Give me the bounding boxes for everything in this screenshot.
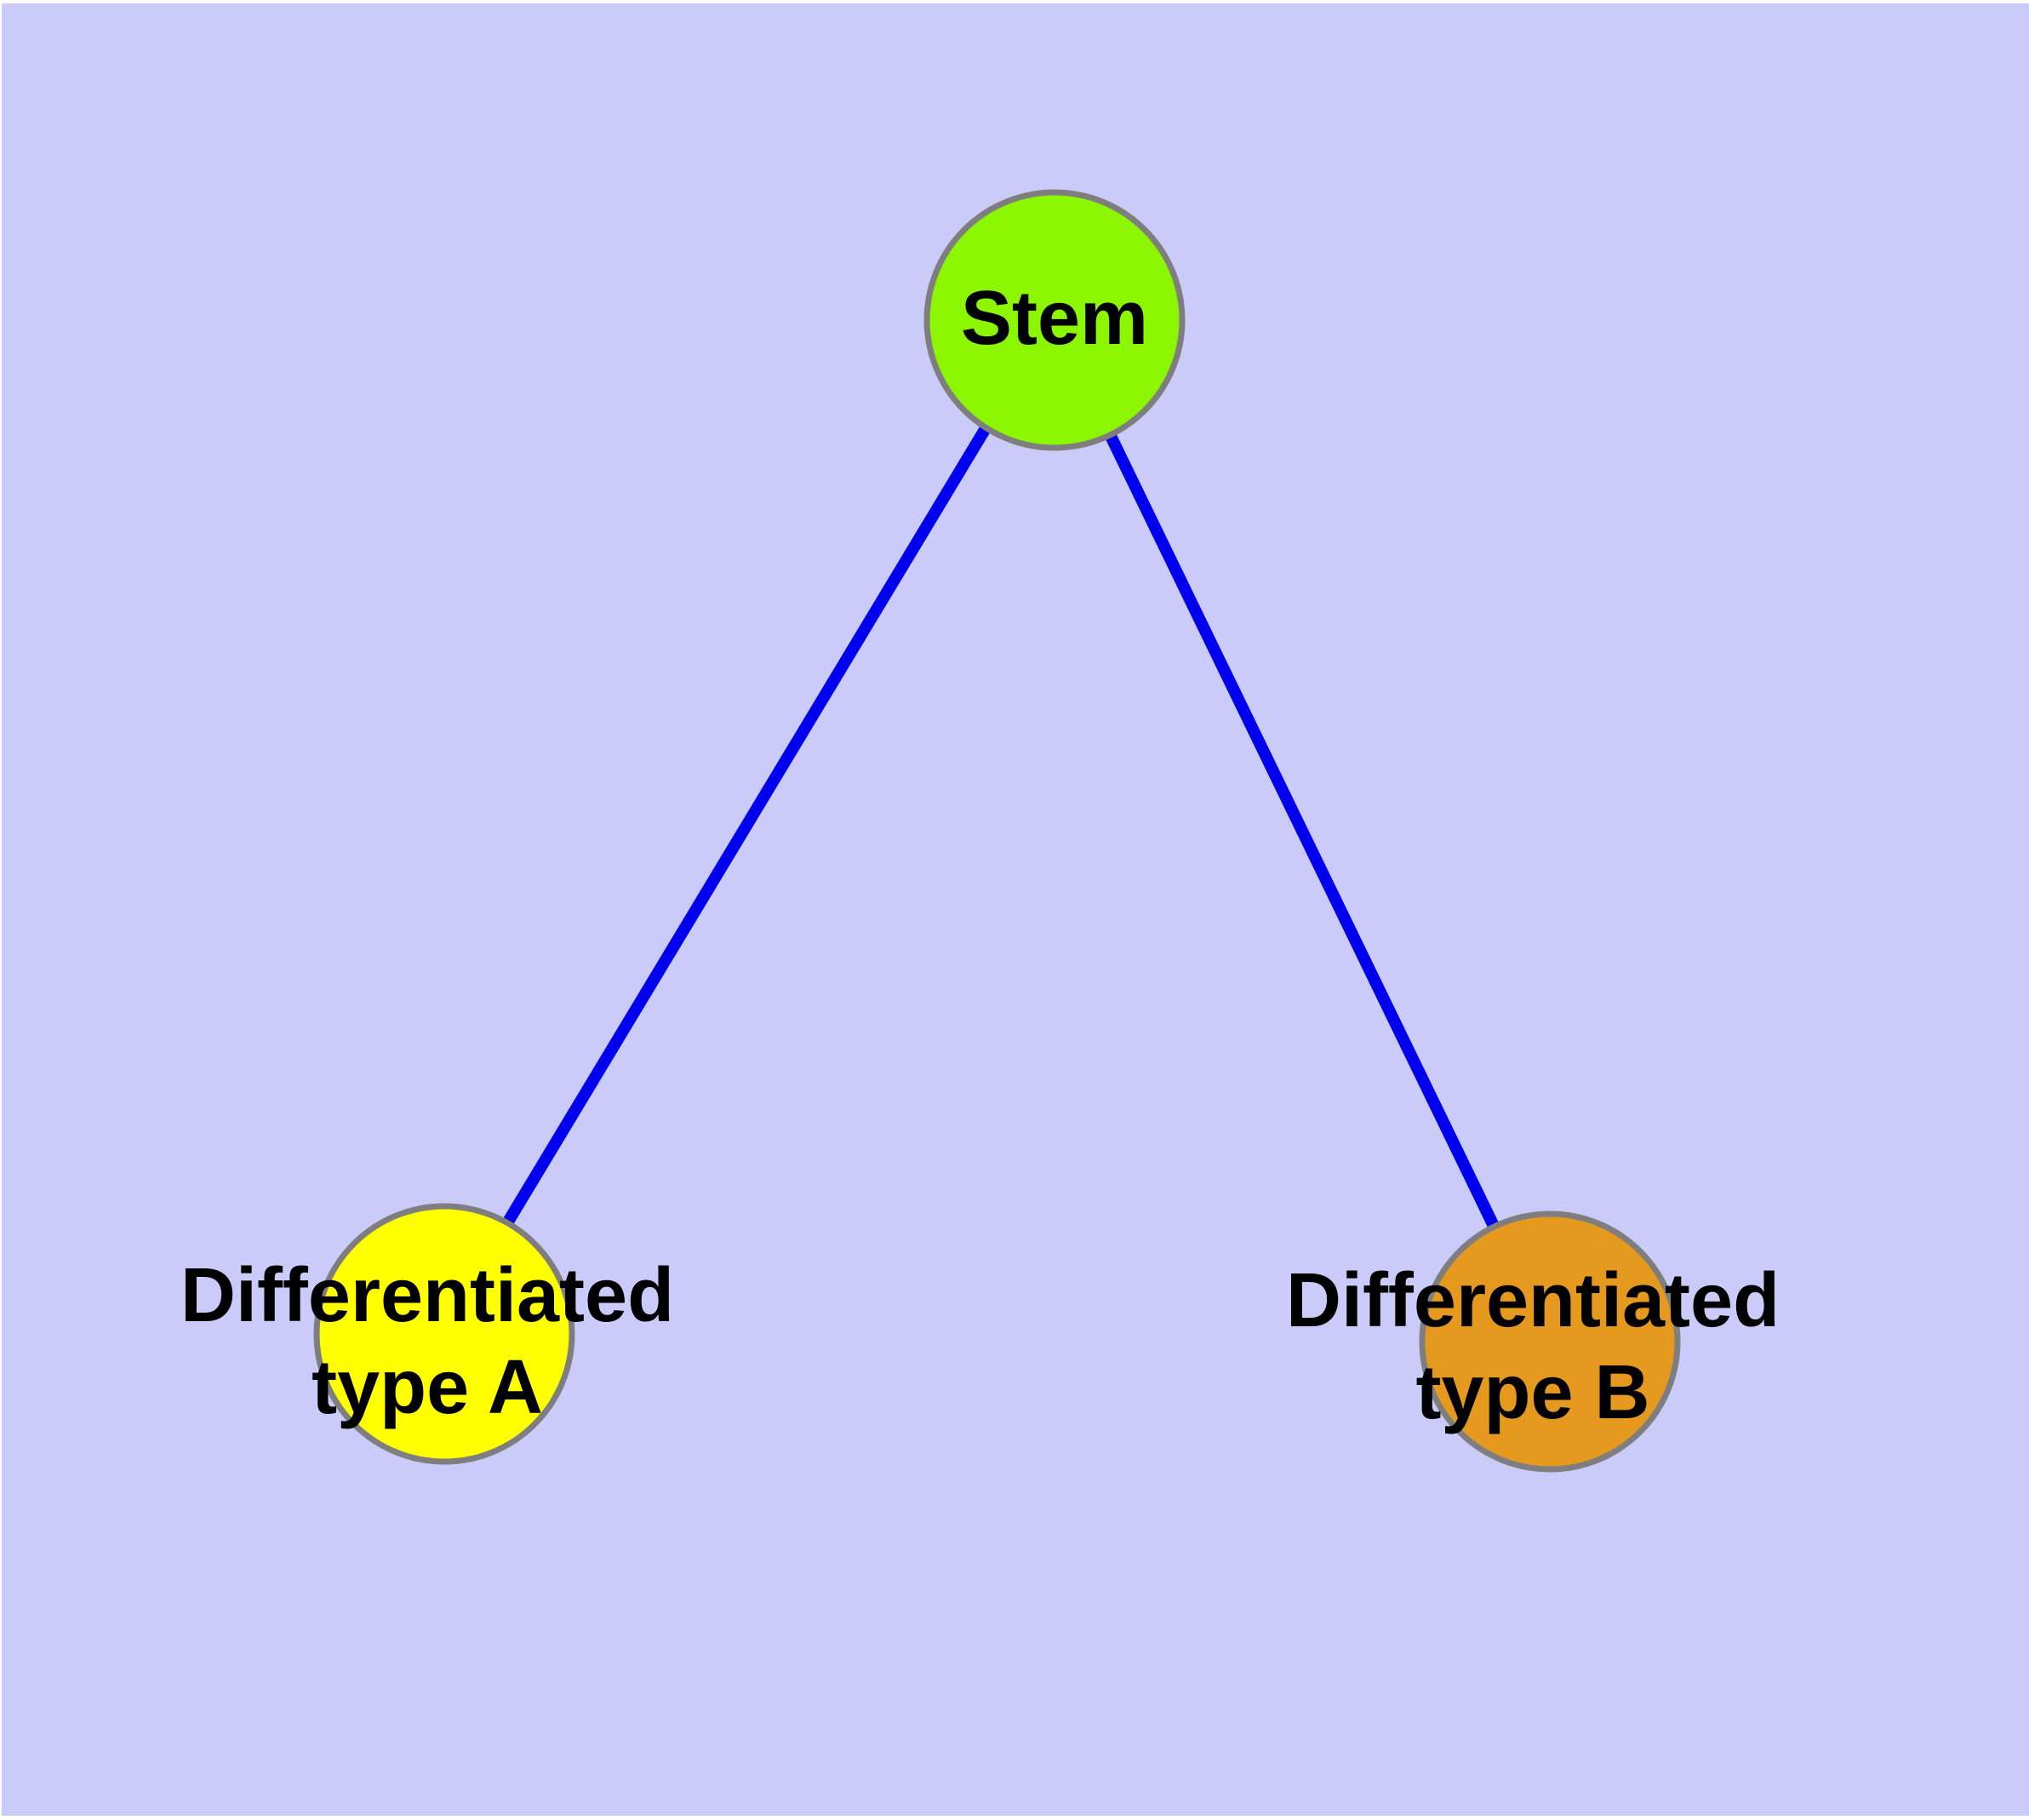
diagram-board: Stem Differentiated type A Differentiate…: [2, 3, 2029, 1816]
edge-stem-to-type-a: [437, 311, 1059, 1336]
edge-stem-to-type-b: [1047, 311, 1554, 1344]
graph-svg: [2, 3, 2029, 1816]
node-stem-circle: [923, 189, 1186, 451]
node-type-a-circle: [313, 1203, 575, 1465]
node-type-b-circle: [1419, 1210, 1681, 1473]
